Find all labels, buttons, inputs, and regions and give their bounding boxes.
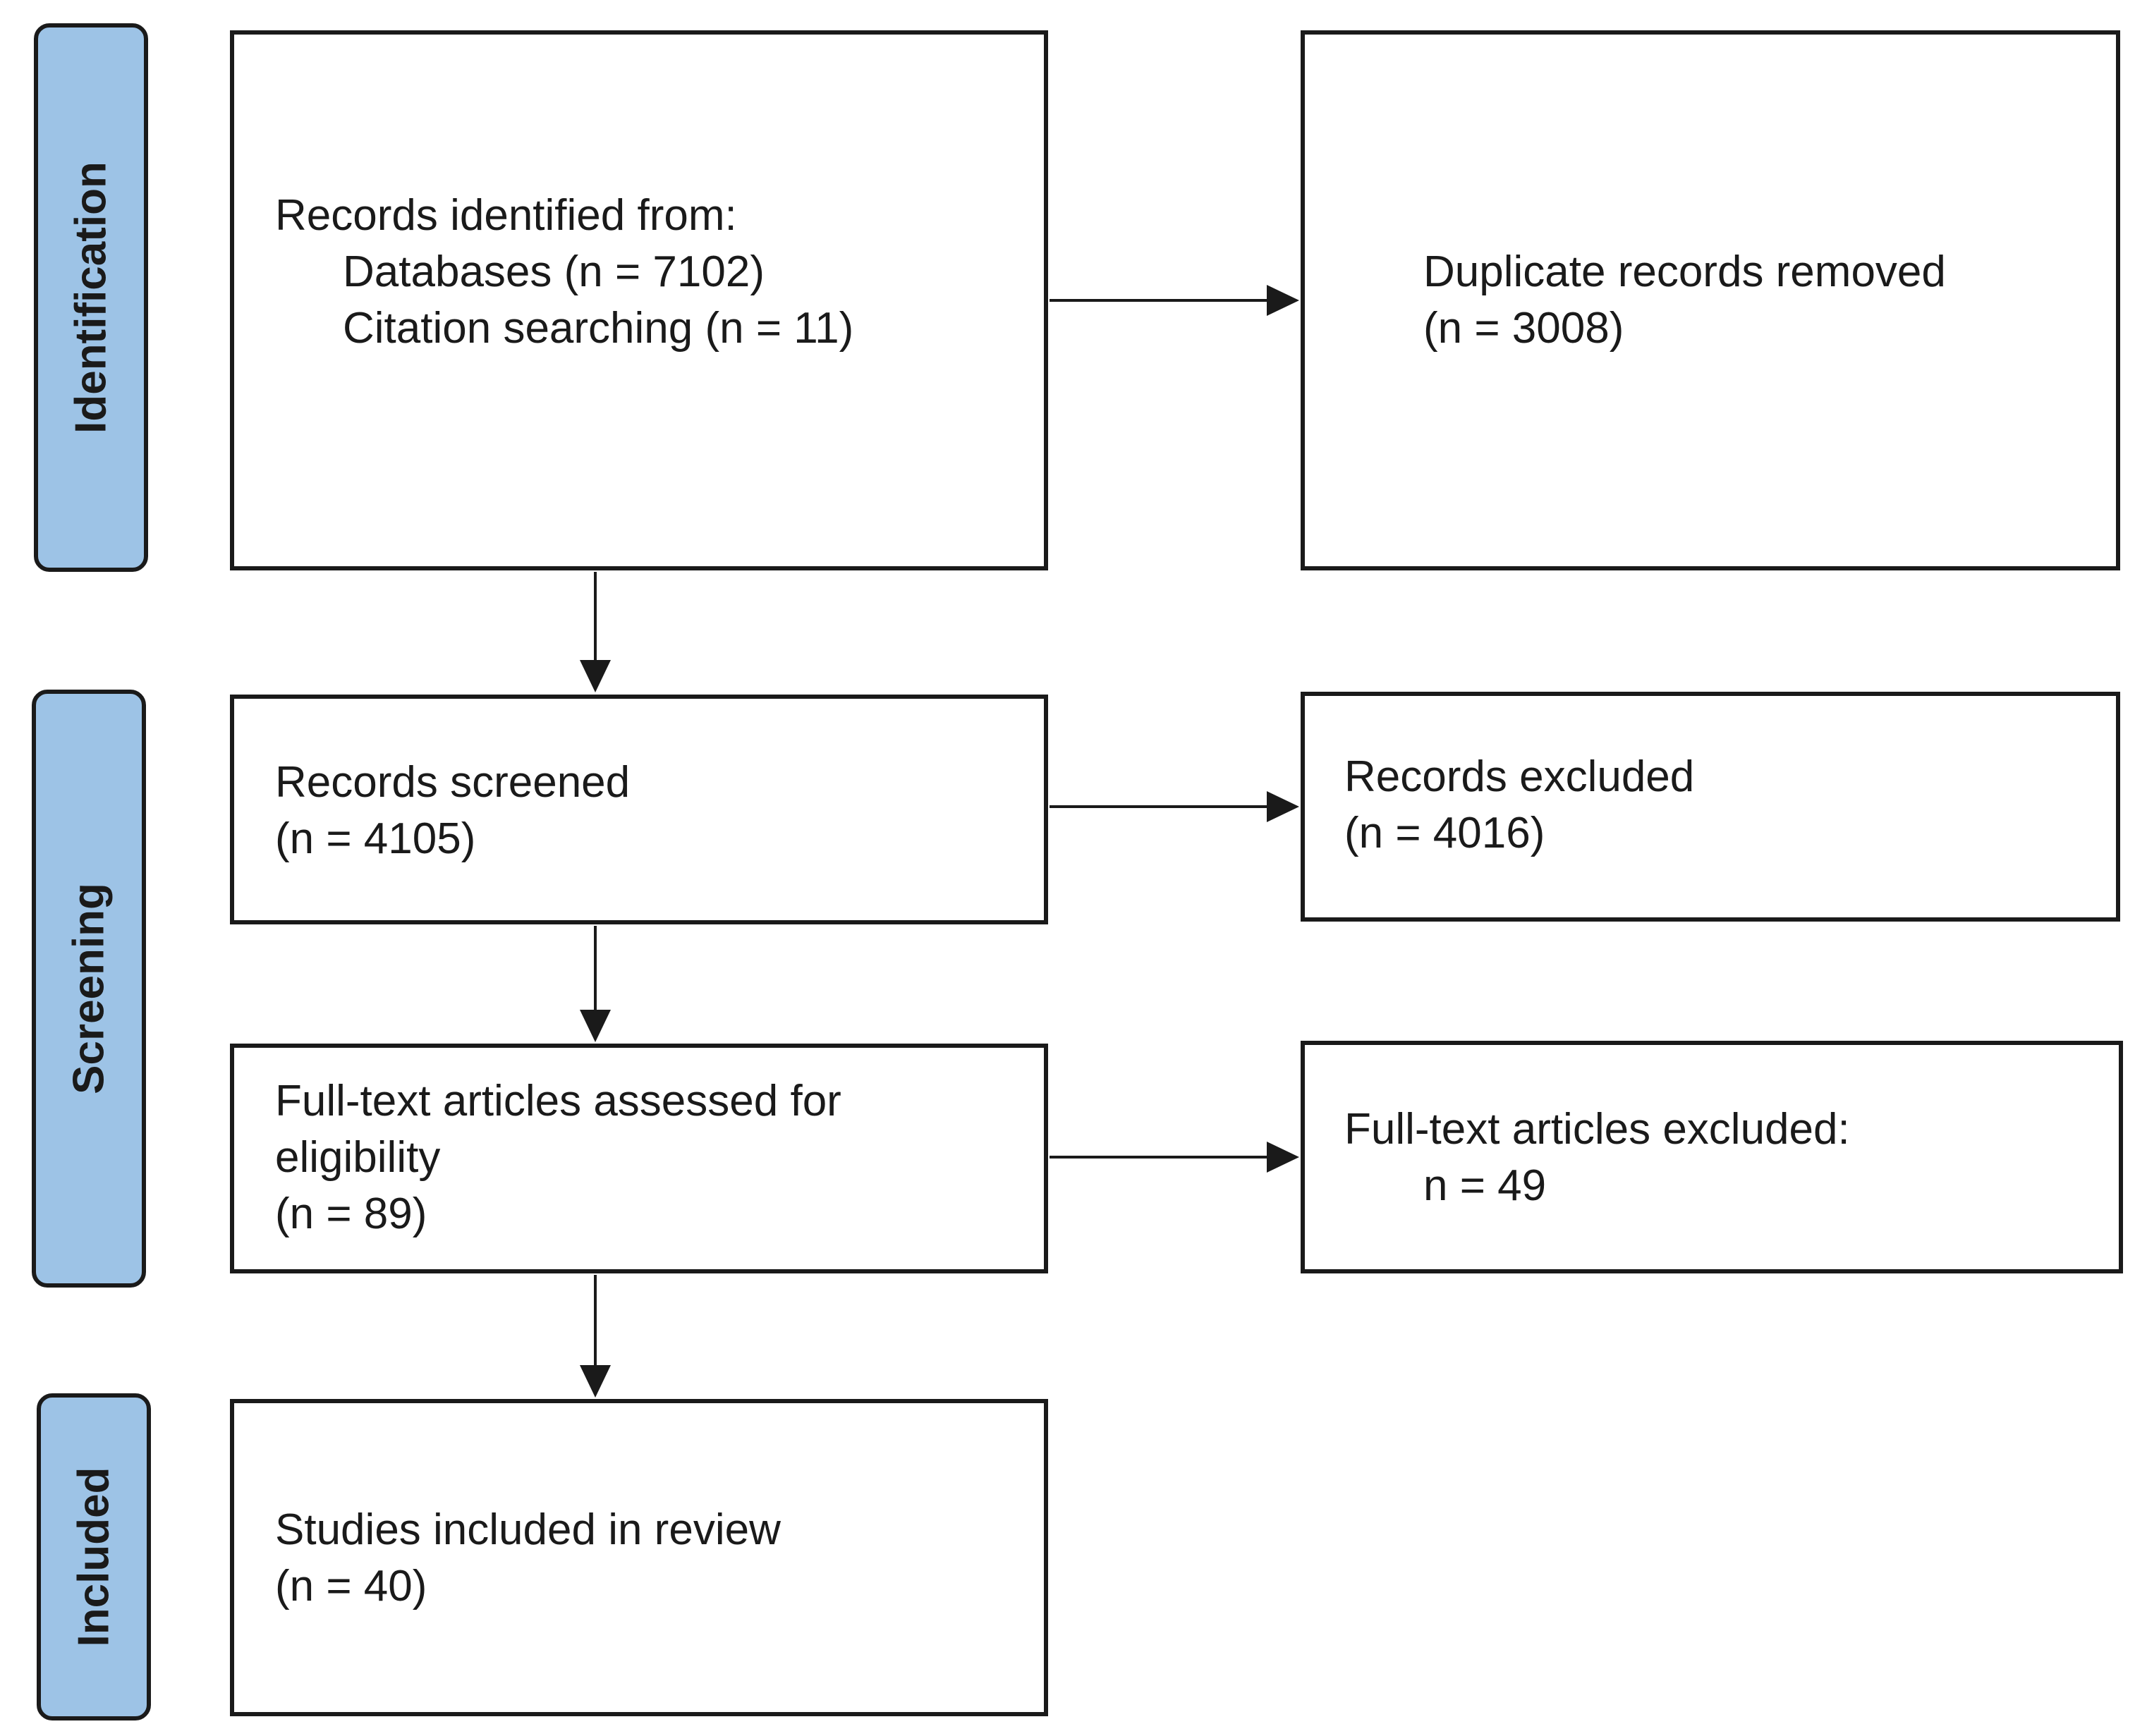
arrowhead-included: [580, 1365, 611, 1398]
records-identified-title: Records identified from:: [275, 191, 737, 240]
phase-included: Included: [37, 1393, 151, 1720]
box-duplicates-removed: [1301, 30, 2120, 570]
studies-included-count: (n = 40): [275, 1562, 427, 1610]
box-records-excluded: [1301, 692, 2120, 922]
fulltext-assessed-line1: Full-text articles assessed for: [275, 1077, 841, 1125]
arrowhead-screened: [580, 660, 611, 692]
studies-included-title: Studies included in review: [275, 1505, 781, 1554]
arrowhead-fulltext-excluded: [1267, 1142, 1299, 1173]
box-fulltext-excluded: [1301, 1041, 2123, 1273]
records-screened-count: (n = 4105): [275, 814, 476, 863]
phase-screening: Screening: [32, 690, 146, 1288]
box-records-identified: [230, 30, 1048, 570]
records-identified-citation: Citation searching (n = 11): [343, 304, 854, 353]
fulltext-excluded-count: n = 49: [1423, 1161, 1547, 1210]
records-excluded-count: (n = 4016): [1344, 809, 1545, 857]
box-records-screened: [230, 695, 1048, 924]
box-fulltext-assessed: [230, 1044, 1048, 1273]
fulltext-assessed-count: (n = 89): [275, 1190, 427, 1238]
records-identified-databases: Databases (n = 7102): [343, 247, 765, 296]
duplicates-removed-count: (n = 3008): [1423, 304, 1624, 353]
phase-identification: Identification: [34, 23, 148, 572]
duplicates-removed-title: Duplicate records removed: [1423, 247, 1946, 296]
fulltext-assessed-line2: eligibility: [275, 1133, 441, 1182]
arrowhead-duplicates: [1267, 285, 1299, 316]
records-excluded-title: Records excluded: [1344, 752, 1695, 801]
fulltext-excluded-title: Full-text articles excluded:: [1344, 1105, 1850, 1154]
box-studies-included: [230, 1399, 1048, 1716]
arrowhead-records-excluded: [1267, 791, 1299, 822]
arrowhead-assessed: [580, 1010, 611, 1042]
records-screened-title: Records screened: [275, 758, 631, 807]
